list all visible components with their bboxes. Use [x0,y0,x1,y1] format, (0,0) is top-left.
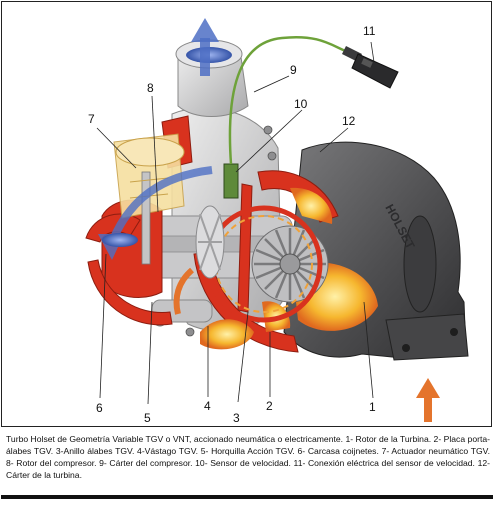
housing-bolts [185,125,277,337]
sensor-wire [228,35,349,165]
callout-leader-lines [96,41,375,405]
figure-frame: HOLSET [1,1,492,427]
compressor-wheel [195,205,225,279]
callout-11: 11 [363,24,376,38]
bottom-rule [1,495,493,499]
exhaust-outlet-arrow [173,267,195,315]
callout-3: 3 [233,411,240,425]
turbocharger-cutaway-diagram: HOLSET [85,18,469,422]
exhaust-inlet-arrow [416,378,440,422]
compressed-air-arrow [98,166,213,260]
callout-12: 12 [342,114,356,128]
callout-6: 6 [96,401,103,415]
callout-1: 1 [369,400,376,414]
callout-10: 10 [294,97,308,111]
turbine-wheel [251,225,329,303]
callout-7: 7 [88,112,95,126]
sensor-connector [342,46,399,89]
figure-caption: Turbo Holset de Geometría Variable TGV o… [6,434,490,480]
air-intake-arrow [191,18,219,76]
callout-8: 8 [147,81,154,95]
callout-4: 4 [204,399,211,413]
callout-5: 5 [144,411,151,425]
pneumatic-actuator [113,133,185,265]
callout-2: 2 [266,399,273,413]
speed-sensor [223,35,349,199]
callout-9: 9 [290,63,297,77]
